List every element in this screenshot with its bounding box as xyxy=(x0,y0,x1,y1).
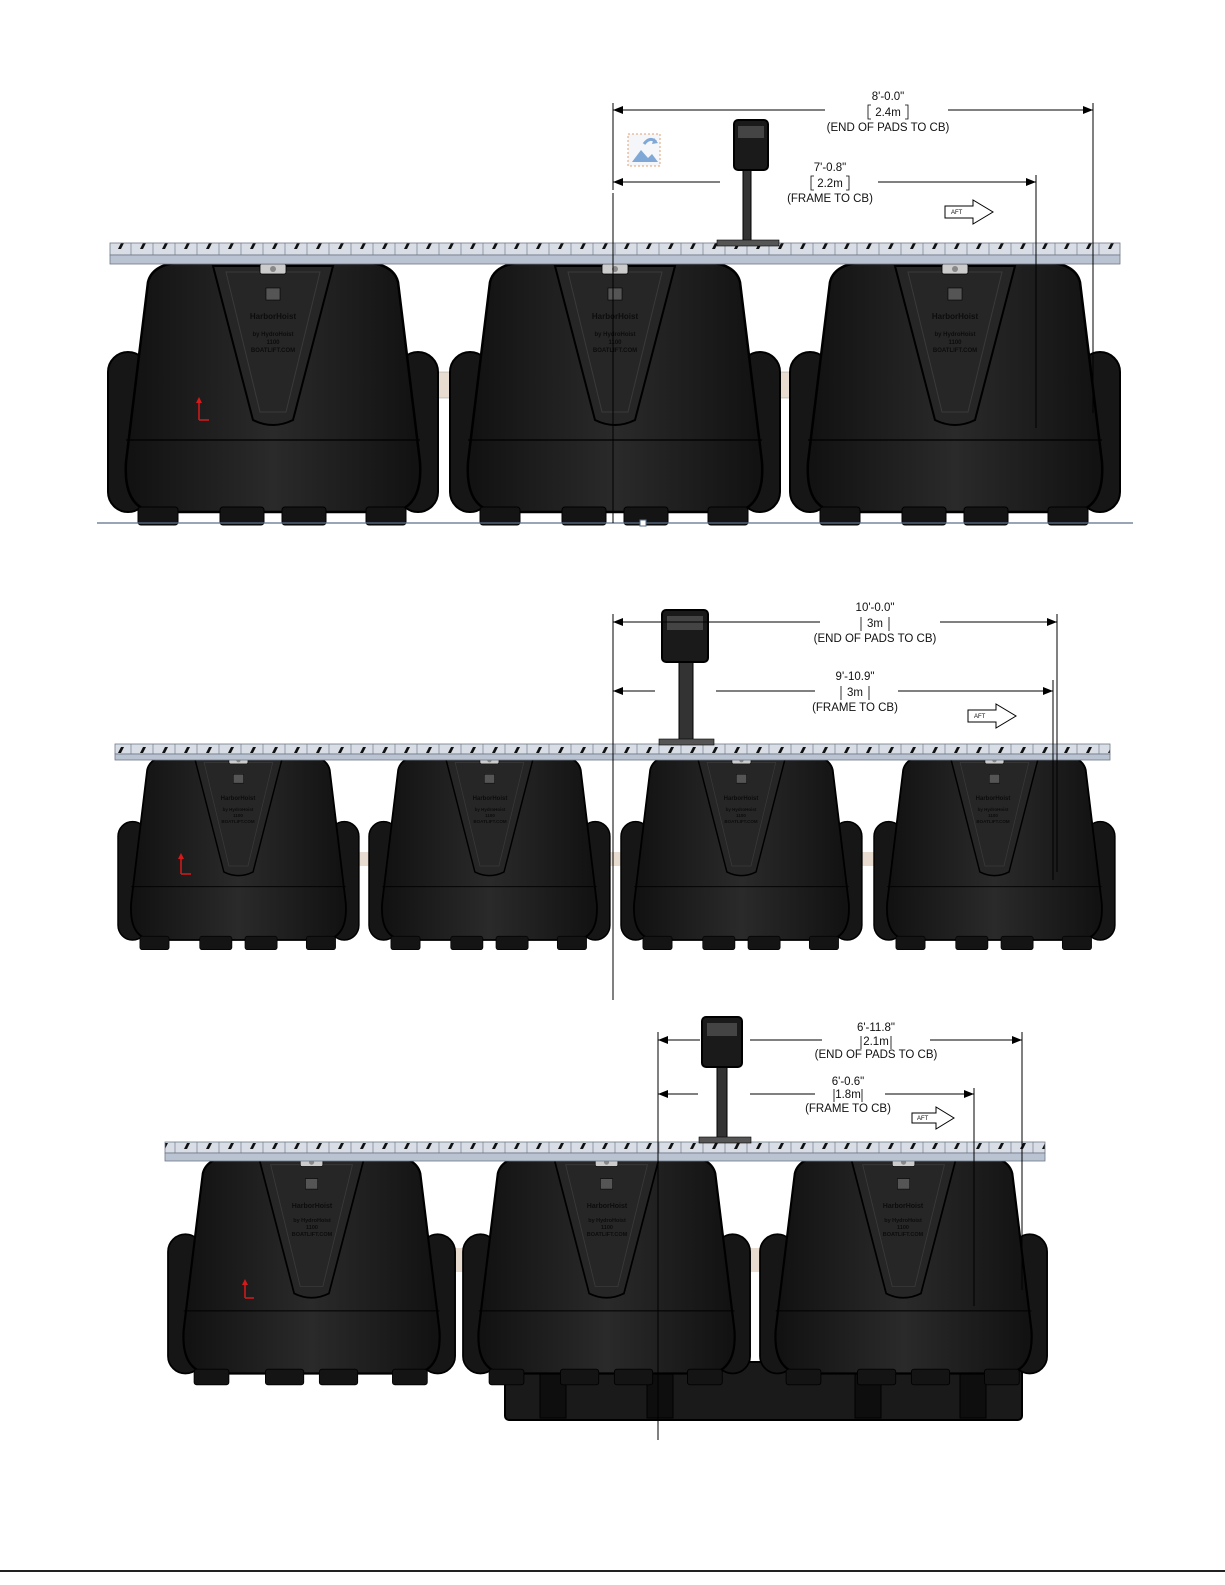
svg-text:HarborHoist: HarborHoist xyxy=(724,796,759,802)
control-box xyxy=(658,609,715,746)
control-box xyxy=(716,119,780,247)
image-placeholder-icon[interactable] xyxy=(627,133,661,167)
aft-arrow-icon: AFT xyxy=(967,703,1017,729)
svg-text:AFT: AFT xyxy=(951,210,963,216)
svg-text:by HydroHoist: by HydroHoist xyxy=(978,807,1009,812)
dimension-frame-to-cb: 7'-0.8" 2.2m (FRAME TO CB) xyxy=(787,162,873,205)
page-bottom-rule xyxy=(0,1570,1225,1572)
svg-text:2.1m: 2.1m xyxy=(863,1036,889,1048)
svg-text:by HydroHoist: by HydroHoist xyxy=(726,807,757,812)
svg-text:1100: 1100 xyxy=(988,813,998,818)
axis-triad-icon xyxy=(178,853,191,875)
svg-text:HarborHoist: HarborHoist xyxy=(976,796,1011,802)
svg-text:1100: 1100 xyxy=(601,1225,613,1231)
svg-text:BOATLIFT.COM: BOATLIFT.COM xyxy=(473,819,506,824)
svg-text:1.8m: 1.8m xyxy=(835,1089,861,1101)
svg-text:by HydroHoist: by HydroHoist xyxy=(475,807,506,812)
float-unit xyxy=(461,1154,752,1386)
dimension-frame-to-cb: 9'-10.9" 3m (FRAME TO CB) xyxy=(812,671,898,714)
dimension-frame-to-cb: 6'-0.6" 1.8m (FRAME TO CB) xyxy=(805,1076,891,1115)
svg-text:BOATLIFT.COM: BOATLIFT.COM xyxy=(593,348,637,354)
svg-text:1100: 1100 xyxy=(233,813,243,818)
view-3-three-floats: HarborHoist by HydroHoist 1100 BOATLIFT.… xyxy=(164,1016,1049,1440)
svg-text:HarborHoist: HarborHoist xyxy=(932,312,979,321)
svg-text:(END OF PADS TO CB): (END OF PADS TO CB) xyxy=(815,1049,938,1061)
svg-text:2.4m: 2.4m xyxy=(875,107,901,119)
svg-text:BOATLIFT.COM: BOATLIFT.COM xyxy=(292,1232,333,1238)
svg-text:(FRAME TO CB): (FRAME TO CB) xyxy=(787,193,873,205)
rail xyxy=(164,1141,1046,1162)
svg-text:8'-0.0": 8'-0.0" xyxy=(872,91,905,103)
dimension-end-of-pads: 6'-11.8" 2.1m (END OF PADS TO CB) xyxy=(815,1022,938,1061)
svg-text:1100: 1100 xyxy=(485,813,495,818)
svg-text:1100: 1100 xyxy=(266,340,280,346)
float-unit xyxy=(873,754,1116,951)
svg-text:AFT: AFT xyxy=(974,714,986,720)
svg-text:(END OF PADS TO CB): (END OF PADS TO CB) xyxy=(827,122,950,134)
svg-text:by HydroHoist: by HydroHoist xyxy=(223,807,254,812)
aft-arrow-icon: AFT xyxy=(944,199,994,225)
svg-text:1100: 1100 xyxy=(948,340,962,346)
control-box xyxy=(698,1016,752,1144)
svg-text:by HydroHoist: by HydroHoist xyxy=(934,332,975,338)
svg-text:BOATLIFT.COM: BOATLIFT.COM xyxy=(251,348,295,354)
svg-text:HarborHoist: HarborHoist xyxy=(587,1203,628,1210)
svg-text:1100: 1100 xyxy=(897,1225,909,1231)
svg-text:AFT: AFT xyxy=(917,1116,929,1122)
float-unit xyxy=(788,260,1122,527)
svg-text:10'-0.0": 10'-0.0" xyxy=(856,602,895,614)
svg-text:HarborHoist: HarborHoist xyxy=(292,1203,333,1210)
float-unit xyxy=(117,754,360,951)
svg-text:2.2m: 2.2m xyxy=(817,178,843,190)
float-branding: HarborHoist by HydroHoist 1100 BOATLIFT.… xyxy=(221,796,1011,824)
svg-text:9'-10.9": 9'-10.9" xyxy=(836,671,875,683)
svg-text:(FRAME TO CB): (FRAME TO CB) xyxy=(812,702,898,714)
float-unit xyxy=(166,1154,457,1386)
rail xyxy=(109,242,1121,265)
svg-text:(FRAME TO CB): (FRAME TO CB) xyxy=(805,1103,891,1115)
float-unit xyxy=(620,754,863,951)
float-unit xyxy=(758,1154,1049,1386)
svg-text:3m: 3m xyxy=(847,687,863,699)
svg-text:HarborHoist: HarborHoist xyxy=(592,312,639,321)
aft-arrow-icon: AFT xyxy=(911,1106,955,1130)
svg-text:by HydroHoist: by HydroHoist xyxy=(252,332,293,338)
svg-text:BOATLIFT.COM: BOATLIFT.COM xyxy=(221,819,254,824)
svg-text:7'-0.8": 7'-0.8" xyxy=(814,162,847,174)
svg-text:HarborHoist: HarborHoist xyxy=(883,1203,924,1210)
svg-text:BOATLIFT.COM: BOATLIFT.COM xyxy=(933,348,977,354)
svg-text:HarborHoist: HarborHoist xyxy=(221,796,256,802)
svg-text:BOATLIFT.COM: BOATLIFT.COM xyxy=(883,1232,924,1238)
float-unit xyxy=(106,260,440,527)
svg-text:by HydroHoist: by HydroHoist xyxy=(594,332,635,338)
svg-text:6'-11.8": 6'-11.8" xyxy=(857,1022,895,1034)
svg-text:BOATLIFT.COM: BOATLIFT.COM xyxy=(724,819,757,824)
svg-text:1100: 1100 xyxy=(306,1225,318,1231)
view-2-four-floats: HarborHoist by HydroHoist 1100 BOATLIFT.… xyxy=(114,602,1116,1000)
axis-triad-icon xyxy=(196,397,209,421)
svg-text:BOATLIFT.COM: BOATLIFT.COM xyxy=(976,819,1009,824)
float-unit xyxy=(368,754,611,951)
svg-text:HarborHoist: HarborHoist xyxy=(250,312,297,321)
dimension-end-of-pads: 10'-0.0" 3m (END OF PADS TO CB) xyxy=(814,602,937,645)
float-branding: HarborHoist by HydroHoist 1100 BOATLIFT.… xyxy=(292,1203,924,1238)
svg-text:1100: 1100 xyxy=(736,813,746,818)
svg-text:(END OF PADS TO CB): (END OF PADS TO CB) xyxy=(814,633,937,645)
svg-text:HarborHoist: HarborHoist xyxy=(473,796,508,802)
svg-text:by HydroHoist: by HydroHoist xyxy=(884,1218,922,1224)
svg-text:BOATLIFT.COM: BOATLIFT.COM xyxy=(587,1232,628,1238)
svg-text:by HydroHoist: by HydroHoist xyxy=(293,1218,331,1224)
float-branding: HarborHoist by HydroHoist 1100 BOATLIFT.… xyxy=(250,312,979,354)
float-unit xyxy=(448,260,782,527)
axis-triad-icon xyxy=(242,1279,254,1299)
view-1-three-floats: HarborHoist by HydroHoist 1100 BOATLIFT.… xyxy=(97,91,1133,527)
svg-text:1100: 1100 xyxy=(608,340,622,346)
dimension-end-of-pads: 8'-0.0" 2.4m (END OF PADS TO CB) xyxy=(827,91,950,134)
svg-text:6'-0.6": 6'-0.6" xyxy=(832,1076,865,1088)
svg-text:by HydroHoist: by HydroHoist xyxy=(588,1218,626,1224)
svg-text:3m: 3m xyxy=(867,618,883,630)
